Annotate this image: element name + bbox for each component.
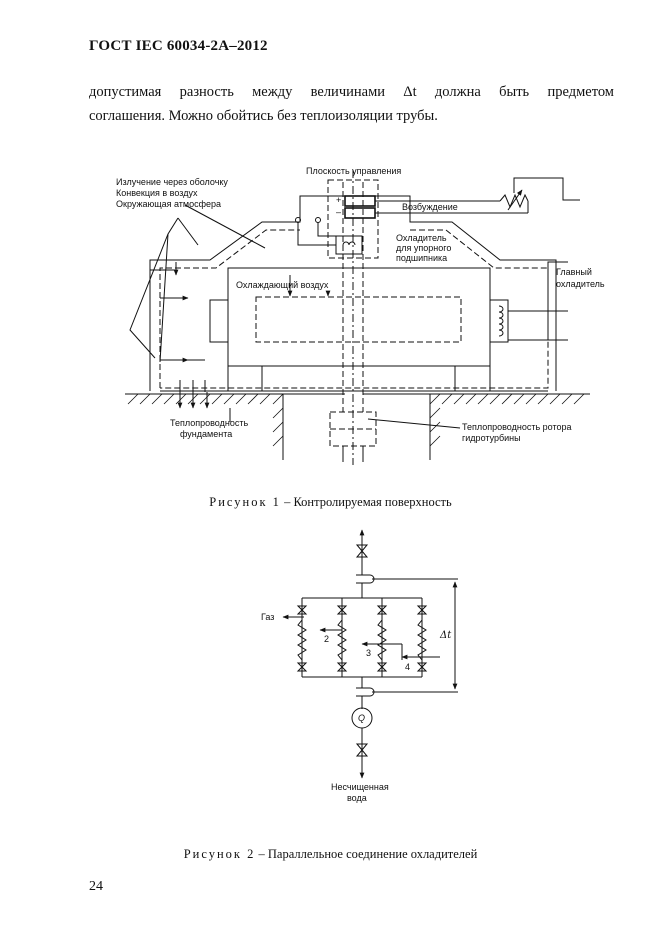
branch-2	[336, 598, 348, 677]
figure-2-caption-label: Рисунок 2	[183, 847, 256, 861]
right-cooler	[489, 299, 509, 343]
label-foundation-2: фундамента	[180, 429, 232, 439]
branch-1	[296, 598, 308, 677]
figure-2: Газ 2 3 4 Δt Q Несчищенная вода	[261, 529, 458, 803]
figure-1-caption-text: – Контролируемая поверхность	[284, 495, 452, 509]
label-bearing-cooler-2: для упорного	[396, 243, 451, 253]
outlet-valve	[355, 743, 369, 757]
label-main-cooler-2: охладитель	[556, 279, 605, 289]
controlled-surface-boundary	[159, 229, 549, 389]
label-ambient: Окружающая атмосфера	[116, 199, 221, 209]
label-control-plane: Плоскость управления	[306, 166, 401, 176]
right-cooler-coil	[498, 305, 504, 337]
label-radiation: Излучение через оболочку	[116, 177, 228, 187]
label-minus: –	[336, 207, 341, 217]
rotor-outline	[255, 296, 462, 343]
label-bearing-cooler-3: подшипника	[396, 253, 447, 263]
branch-4	[416, 598, 428, 677]
label-delta-t: Δt	[439, 630, 452, 641]
label-pump: Q	[358, 713, 365, 723]
branch-3	[376, 598, 388, 677]
label-bearing-cooler-1: Охладитель	[396, 233, 447, 243]
label-branch-4: 4	[405, 662, 410, 672]
page-number: 24	[89, 879, 103, 894]
document-header: ГОСТ IEC 60034-2A–2012	[89, 38, 268, 54]
label-rotor-1: Теплопроводность ротора	[462, 422, 572, 432]
figure-1-caption: Рисунок 1 – Контролируемая поверхность	[0, 495, 661, 510]
excitation-resistor	[499, 193, 529, 209]
figure-2-caption: Рисунок 2 – Параллельное соединение охла…	[0, 847, 661, 862]
foundation-ground	[125, 393, 590, 460]
left-cooler	[209, 299, 229, 343]
inlet-valve	[355, 544, 369, 558]
figure-1-caption-label: Рисунок 1	[209, 495, 281, 509]
label-raw-water-2: вода	[347, 793, 367, 803]
label-plus: +	[336, 195, 341, 205]
label-branch-3: 3	[366, 648, 371, 658]
slip-ring-upper	[344, 195, 376, 207]
label-branch-2: 2	[324, 634, 329, 644]
label-excitation: Возбуждение	[402, 202, 458, 212]
label-cooling-air: Охлаждающий воздух	[236, 280, 329, 290]
figure-1: Плоскость управления Излучение через обо…	[116, 166, 605, 465]
label-gas: Газ	[261, 612, 274, 622]
body-text-line-2: соглашения. Можно обойтись без теплоизол…	[89, 108, 438, 124]
body-text-line-1: допустимая разность между величинами Δt …	[89, 84, 614, 100]
label-foundation-1: Теплопроводность	[170, 418, 248, 428]
label-convection: Конвекция в воздух	[116, 188, 198, 198]
label-rotor-2: гидротурбины	[462, 433, 521, 443]
label-main-cooler-1: Главный	[556, 267, 592, 277]
slip-ring-lower	[344, 207, 376, 219]
label-raw-water-1: Несчищенная	[331, 782, 389, 792]
figure-2-caption-text: – Параллельное соединение охладителей	[258, 847, 478, 861]
